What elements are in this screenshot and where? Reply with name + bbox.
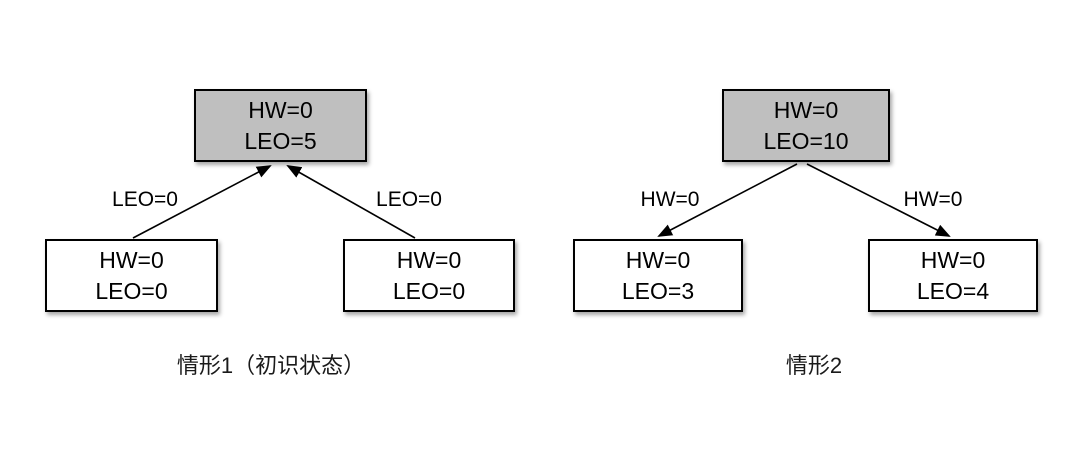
- s1-edge-label-left: LEO=0: [112, 188, 178, 211]
- s1-follower-right-leo: LEO=0: [392, 277, 466, 304]
- s2-edge-label-left: HW=0: [640, 188, 700, 211]
- s1-edge-label-right: LEO=0: [376, 188, 442, 211]
- s2-follower-right-box: HW=0 LEO=4: [868, 239, 1038, 312]
- s1-caption: 情形1（初识状态）: [176, 353, 366, 378]
- s2-edge-label-right: HW=0: [903, 188, 963, 211]
- edge-s2-left: [657, 163, 798, 237]
- s1-follower-left-hw: HW=0: [99, 246, 164, 273]
- edge-s2-right: [806, 163, 951, 237]
- s1-leader-box: HW=0 LEO=5: [194, 89, 367, 162]
- s2-follower-right-hw: HW=0: [920, 246, 986, 273]
- s1-leader-leo: LEO=5: [244, 127, 317, 154]
- s2-follower-right-leo: LEO=4: [916, 277, 990, 304]
- s1-follower-right-hw: HW=0: [396, 246, 462, 273]
- s1-leader-hw: HW=0: [248, 96, 313, 123]
- s2-leader-hw: HW=0: [773, 96, 839, 123]
- s2-follower-left-hw: HW=0: [625, 246, 691, 273]
- s1-follower-right-box: HW=0 LEO=0: [343, 239, 515, 312]
- s1-follower-left-leo: LEO=0: [95, 277, 168, 304]
- s2-caption: 情形2: [785, 353, 843, 378]
- s2-leader-box: HW=0 LEO=10: [722, 89, 890, 162]
- edge-s1-right: [286, 165, 416, 239]
- s2-leader-leo: LEO=10: [763, 127, 849, 154]
- s2-follower-left-box: HW=0 LEO=3: [573, 239, 743, 312]
- s2-follower-left-leo: LEO=3: [621, 277, 695, 304]
- s1-follower-left-box: HW=0 LEO=0: [45, 239, 218, 312]
- edge-s1-left: [132, 165, 272, 239]
